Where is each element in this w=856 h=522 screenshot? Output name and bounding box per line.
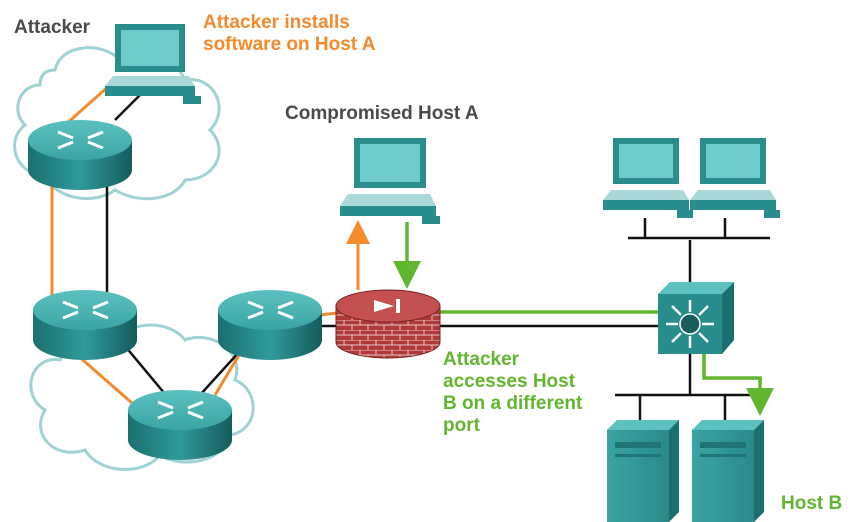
attacker-installs-line-1: Attacker installs <box>203 12 350 33</box>
attacker-accesses-line-2: accesses Host <box>443 371 576 392</box>
server-icon <box>692 420 764 522</box>
computer-icon <box>603 138 693 218</box>
host-b-label: Host B <box>781 493 843 514</box>
computer-icon <box>340 138 440 224</box>
firewall-icon <box>335 289 441 359</box>
attacker-label: Attacker <box>14 17 91 38</box>
attacker-accesses-label: Attacker accesses Host B on a different … <box>443 349 582 437</box>
router-icon <box>33 290 137 360</box>
cloud-icon <box>13 46 221 201</box>
router-icon <box>218 290 322 360</box>
attacker-installs-line-2: software on Host A <box>203 34 376 55</box>
attacker-accesses-line-3: B on a different <box>443 393 583 414</box>
router-icon <box>28 120 132 190</box>
server-icon <box>607 420 679 522</box>
computer-icon <box>105 24 201 104</box>
attacker-accesses-line-4: port <box>443 415 480 436</box>
compromised-host-label: Compromised Host A <box>285 103 479 124</box>
computer-icon <box>690 138 780 218</box>
attacker-installs-label: Attacker installs software on Host A <box>203 12 375 56</box>
multilayer-switch-icon <box>658 282 734 354</box>
attacker-accesses-line-1: Attacker <box>443 349 520 370</box>
router-icon <box>128 390 232 460</box>
